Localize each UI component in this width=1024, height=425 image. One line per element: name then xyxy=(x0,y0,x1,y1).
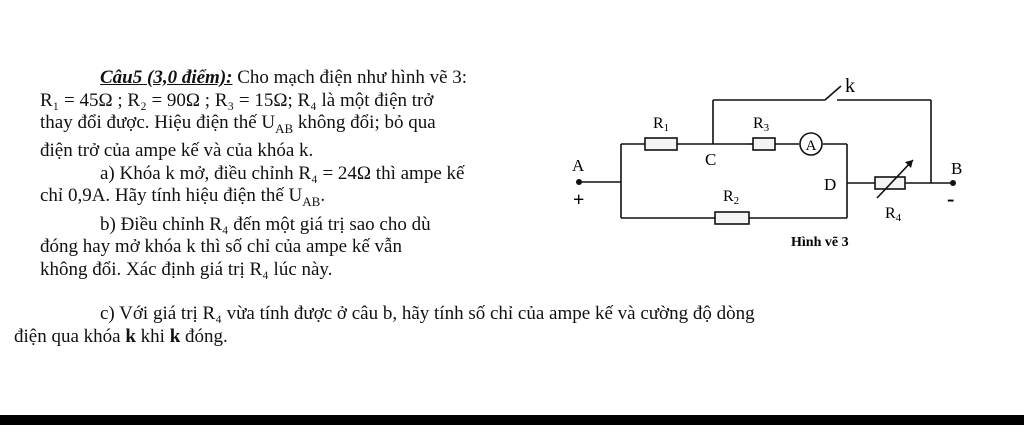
variable-arrow xyxy=(876,159,914,199)
part-b-line-3: không đổi. Xác định giá trị R₄ lúc này. xyxy=(40,258,333,280)
arrow-head-icon xyxy=(905,160,913,168)
ammeter-icon xyxy=(799,132,823,156)
resistor-r3 xyxy=(752,137,776,151)
problem-first-line: Câu5 (3,0 điểm): Cho mạch điện như hình … xyxy=(40,67,560,90)
resistor-r1 xyxy=(644,137,678,151)
problem-heading: Câu5 (3,0 điểm): xyxy=(100,67,233,88)
circuit-diagram: A k R1 R3 C A + R2 D B - R4 Hình vẽ 3 xyxy=(572,75,962,250)
part-c-line-2: điện qua khóa k khi k đóng. xyxy=(14,325,228,347)
part-a-line-1: a) Khóa k mở, điều chỉnh R₄ = 24Ω thì am… xyxy=(100,162,465,184)
plus-label: + xyxy=(573,189,584,211)
node-b-label: B xyxy=(951,159,962,178)
switch-k-blade xyxy=(824,85,842,101)
terminal-a xyxy=(576,179,582,185)
problem-intro: Cho mạch điện như hình vẽ 3: xyxy=(237,67,468,88)
terminal-b xyxy=(950,180,956,186)
bottom-bar xyxy=(0,415,1024,425)
problem-line-3: thay đổi được. Hiệu điện thế UAB không đ… xyxy=(40,112,436,136)
part-c-text: c) Với giá trị R₄ vừa tính được ở câu b,… xyxy=(14,303,755,348)
node-c-label: C xyxy=(705,150,716,169)
part-b-line-2: đóng hay mở khóa k thì số chỉ của ampe k… xyxy=(40,236,402,258)
node-a-label: A xyxy=(572,156,585,175)
node-d-label: D xyxy=(824,175,836,194)
problem-line-4: điện trở của ampe kế và của khóa k. xyxy=(40,140,314,162)
problem-text: Câu5 (3,0 điểm): Cho mạch điện như hình … xyxy=(40,67,560,281)
part-a-line-2: chỉ 0,9A. Hãy tính hiệu điện thế UAB. xyxy=(40,185,326,210)
part-c-line-1: c) Với giá trị R₄ vừa tính được ở câu b,… xyxy=(100,303,755,324)
switch-label: k xyxy=(845,75,855,97)
figure-caption: Hình vẽ 3 xyxy=(791,235,849,250)
r1-label: R1 xyxy=(653,115,669,134)
part-b-line-1: b) Điều chỉnh R₄ đến một giá trị sao cho… xyxy=(100,213,431,235)
ammeter-label: A xyxy=(806,138,817,154)
r2-label: R2 xyxy=(723,188,739,207)
problem-line-2: R₁ = 45Ω ; R₂ = 90Ω ; R₃ = 15Ω; R₄ là mộ… xyxy=(40,89,434,111)
minus-label: - xyxy=(947,186,954,211)
r3-label: R3 xyxy=(753,115,770,134)
r4-label: R4 xyxy=(885,205,902,224)
resistor-r2 xyxy=(714,211,750,225)
resistor-r4 xyxy=(874,176,906,190)
